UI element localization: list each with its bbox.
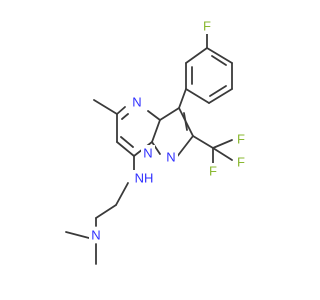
bond — [147, 110, 161, 121]
bond — [212, 147, 233, 161]
bond — [208, 88, 233, 104]
nitrogen-label: N — [166, 150, 175, 165]
bond — [192, 135, 214, 149]
bond — [116, 141, 135, 157]
fluorine-label: F — [237, 132, 245, 147]
atom-labels: F F F F N N N NH N — [89, 18, 248, 243]
bond — [209, 85, 227, 97]
nitrogen-label: N — [132, 95, 141, 110]
bond — [151, 141, 161, 155]
bond — [183, 112, 188, 131]
bond — [65, 231, 90, 239]
nitrogen-label: N — [91, 228, 100, 243]
bond — [212, 139, 233, 149]
fluorine-label: F — [203, 19, 211, 34]
structure-canvas: F F F F N N N NH N — [65, 18, 248, 265]
bond — [211, 55, 227, 66]
bond — [120, 136, 134, 148]
bond — [95, 204, 117, 219]
bond — [93, 99, 118, 115]
nitrogen-label: N — [143, 146, 152, 161]
bond — [175, 135, 194, 159]
fluorine-label: F — [209, 164, 217, 179]
molecule-diagram: F F F F N N N NH N — [65, 18, 248, 265]
fluorine-label: F — [237, 155, 245, 170]
bond — [178, 88, 187, 109]
bond — [121, 113, 129, 120]
bond — [185, 47, 208, 64]
bond — [159, 107, 180, 121]
bond — [206, 47, 233, 64]
bond — [116, 106, 126, 115]
bond — [115, 182, 129, 206]
bond — [151, 119, 161, 143]
amine-label: NH — [135, 171, 154, 186]
bond — [185, 88, 210, 104]
